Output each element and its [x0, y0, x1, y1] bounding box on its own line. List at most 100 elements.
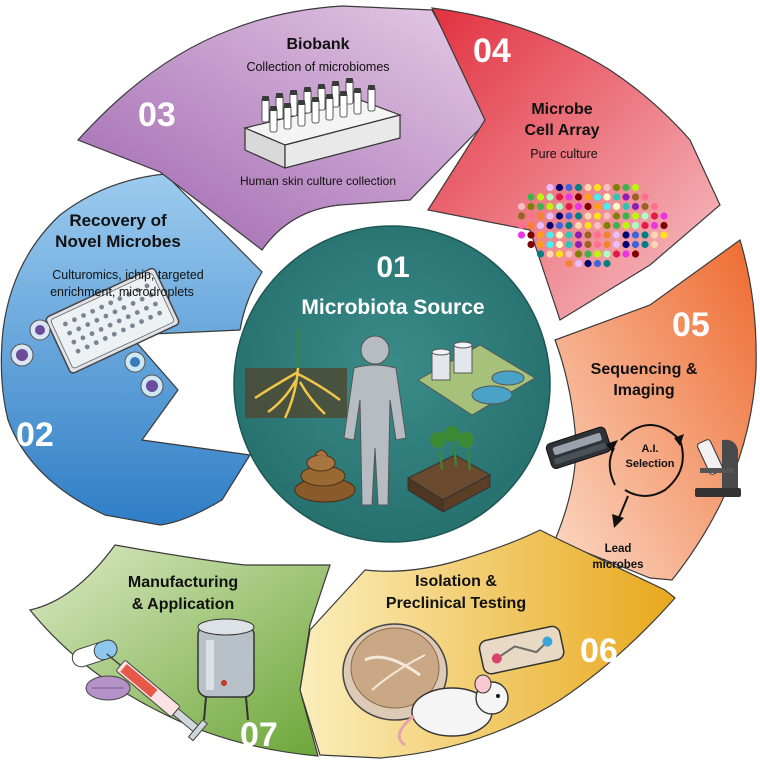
s05-ai-line1: A.I.: [641, 443, 658, 455]
chip-icon: [478, 625, 565, 675]
s04-subtitle: Pure culture: [530, 147, 597, 161]
array-dot: [565, 259, 573, 268]
array-dot: [517, 231, 526, 239]
array-dot: [555, 212, 564, 220]
array-dot: [555, 221, 564, 230]
array-dot: [660, 221, 668, 230]
s02-title-line2: Novel Microbes: [55, 232, 181, 251]
array-dot: [555, 250, 564, 258]
array-dot: [603, 221, 611, 230]
s05-number: 05: [672, 306, 710, 344]
capsule-icon: [71, 639, 118, 668]
array-dot: [546, 193, 554, 201]
s03-caption: Human skin culture collection: [240, 174, 396, 188]
s03-number: 03: [138, 96, 176, 134]
s02-sub-line2: enrichment, microdroplets: [50, 285, 194, 299]
array-dot: [584, 240, 592, 249]
array-dot: [574, 259, 583, 268]
s05-lead-line2: microbes: [592, 559, 643, 571]
array-dot: [546, 212, 554, 220]
array-dot: [631, 193, 640, 201]
s05-title-line2: Imaging: [613, 382, 674, 399]
array-dot: [555, 202, 564, 211]
array-dot: [546, 183, 554, 192]
s07-number: 07: [240, 716, 278, 754]
array-dot: [584, 212, 592, 220]
human-silhouette-icon: [343, 335, 407, 506]
array-dot: [546, 250, 554, 258]
array-dot: [603, 231, 611, 239]
array-dot: [631, 250, 640, 258]
array-dot: [603, 202, 611, 211]
array-dot: [631, 240, 640, 249]
pill-icon: [85, 675, 131, 701]
array-dot: [546, 221, 554, 230]
s05-lead-line1: Lead: [605, 543, 632, 555]
array-dot: [527, 221, 535, 230]
array-dot: [660, 231, 668, 239]
array-dot: [593, 250, 602, 258]
array-dot: [536, 221, 545, 230]
segment-07: [28, 544, 331, 757]
stool-icon: [294, 449, 356, 503]
center-title: Microbiota Source: [301, 296, 484, 319]
array-dot: [565, 183, 573, 192]
array-dot: [612, 183, 621, 192]
array-dot: [650, 202, 659, 211]
array-dot: [574, 240, 583, 249]
array-dot: [574, 193, 583, 201]
cell-droplet-icon: [10, 319, 164, 398]
array-dot: [584, 259, 592, 268]
s04-title-line1: Microbe: [531, 101, 592, 118]
array-dot: [593, 193, 602, 201]
array-dot: [622, 221, 630, 230]
array-dot: [593, 212, 602, 220]
array-dot: [622, 240, 630, 249]
s04-title-line2: Cell Array: [525, 122, 600, 139]
mouse-icon: [397, 674, 509, 747]
array-dot: [555, 231, 564, 239]
array-dot: [622, 183, 630, 192]
array-dot: [612, 250, 621, 258]
array-dot: [603, 193, 611, 201]
array-dot: [555, 183, 564, 192]
array-dot: [603, 259, 611, 268]
array-dot: [612, 202, 621, 211]
array-dot: [593, 231, 602, 239]
array-dot: [527, 202, 535, 211]
s02-number: 02: [16, 416, 54, 454]
array-dot: [641, 193, 649, 201]
array-dot: [612, 221, 621, 230]
array-dot: [546, 202, 554, 211]
array-dot: [631, 183, 640, 192]
array-dot: [536, 202, 545, 211]
array-dot: [527, 193, 535, 201]
sequencer-icon: [545, 426, 612, 469]
array-dot: [536, 212, 545, 220]
vial-rack-icon: [243, 78, 402, 169]
wastewater-plant-icon: [417, 341, 536, 416]
array-dot: [622, 193, 630, 201]
array-dot: [622, 202, 630, 211]
array-dot: [650, 231, 659, 239]
microplate-icon: [45, 267, 180, 374]
array-dot: [536, 193, 545, 201]
array-dot: [536, 231, 545, 239]
array-dot: [517, 202, 526, 211]
array-dot: [527, 212, 535, 220]
s02-sub-line1: Culturomics, ichip, targeted: [52, 268, 204, 282]
s04-number: 04: [473, 32, 511, 70]
dot-array-icon: [517, 183, 668, 268]
array-dot: [584, 202, 592, 211]
array-dot: [593, 202, 602, 211]
array-dot: [574, 231, 583, 239]
array-dot: [565, 202, 573, 211]
array-dot: [574, 212, 583, 220]
array-dot: [622, 231, 630, 239]
array-dot: [641, 202, 649, 211]
array-dot: [536, 240, 545, 249]
array-dot: [603, 183, 611, 192]
array-dot: [641, 221, 649, 230]
array-dot: [565, 250, 573, 258]
